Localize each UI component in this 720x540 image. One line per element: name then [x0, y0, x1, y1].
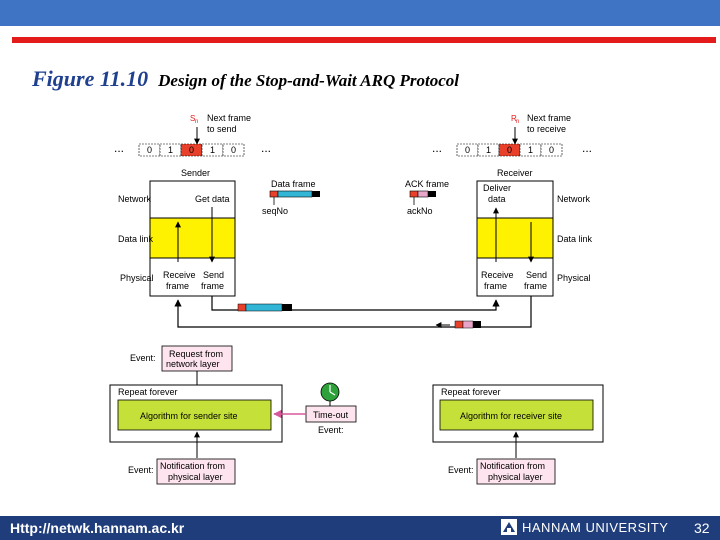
- sender-repeat-label: Repeat forever: [118, 387, 178, 397]
- sender-notification-box: [156, 458, 236, 485]
- data-frame-label: Data frame: [271, 179, 316, 189]
- receiver-send-frame-1: Send: [526, 270, 547, 280]
- receiver-seq-number: 0: [507, 145, 512, 155]
- footer-url[interactable]: Http://netwk.hannam.ac.kr: [10, 520, 185, 536]
- sender-seq-number: 1: [210, 145, 215, 155]
- receiver-physical-label: Physical: [557, 273, 591, 283]
- receiver-station: Receiver Network Data link Physical Deli…: [476, 168, 593, 297]
- receiver-window: R n Next frame to receive ... ... 0 1 0 1 0: [432, 113, 592, 157]
- page-number: 32: [694, 520, 710, 536]
- timeout-label: Time-out: [313, 410, 349, 420]
- receiver-seq-number: 0: [549, 145, 554, 155]
- university-name: HANNAM UNIVERSITY: [522, 520, 669, 535]
- ack-frame-in-transit: [454, 320, 464, 329]
- receiver-notification-line-1: Notification from: [480, 461, 545, 471]
- sender-event-label-bottom: Event:: [128, 465, 154, 475]
- ack-frame-label: ACK frame: [405, 179, 449, 189]
- sender-seq-number: 0: [189, 145, 194, 155]
- sender-get-data: Get data: [195, 194, 230, 204]
- sender-seq-number: 0: [231, 145, 236, 155]
- request-from-network-box: [161, 345, 233, 372]
- sender-pointer-text-2: to send: [207, 124, 237, 134]
- receiver-notification-box: [476, 458, 556, 485]
- ack-no-label: ackNo: [407, 206, 433, 216]
- receiver-data-link-label: Data link: [557, 234, 593, 244]
- sender-pointer-symbol: S: [190, 114, 195, 123]
- ack-frame-legend: ACK frame ackNo: [405, 179, 449, 216]
- receiver-repeat-label: Repeat forever: [441, 387, 501, 397]
- receiver-seq-cell: [540, 143, 563, 157]
- stop-and-wait-diagram: S n Next frame to send ... ... 0 1 0 1 0 Sen…: [109, 113, 604, 485]
- receiver-pointer-symbol: R: [511, 114, 517, 123]
- sender-seq-number: 0: [147, 145, 152, 155]
- sender-seq-cell: [222, 143, 245, 157]
- receiver-seq-number: 1: [528, 145, 533, 155]
- sender-data-link-label: Data link: [118, 234, 154, 244]
- receiver-notification-line-2: physical layer: [488, 472, 543, 482]
- sender-pointer-subscript: n: [195, 119, 198, 125]
- receiver-site-flow: Repeat forever Algorithm for receiver si…: [432, 384, 604, 485]
- sender-pointer-text-1: Next frame: [207, 113, 251, 123]
- sender-sequence: 0 1 0 1 0: [138, 143, 245, 157]
- sender-event-label-top: Event:: [130, 353, 156, 363]
- seq-no-label: seqNo: [262, 206, 288, 216]
- receiver-send-frame-2: frame: [524, 281, 547, 291]
- data-frame-legend: Data frame seqNo: [262, 179, 320, 216]
- footer-bar: Http://netwk.hannam.ac.kr HANNAM UNIVERS…: [0, 516, 720, 540]
- sender-site-flow: Event: Request from network layer Repeat…: [109, 345, 283, 485]
- sender-network-label: Network: [118, 194, 152, 204]
- receiver-seq-number: 0: [465, 145, 470, 155]
- request-line-2: network layer: [166, 359, 220, 369]
- receiver-algorithm-label: Algorithm for receiver site: [460, 411, 562, 421]
- sender-notification-line-1: Notification from: [160, 461, 225, 471]
- sender-receive-frame-1: Receive: [163, 270, 196, 280]
- data-frame-in-transit: [237, 303, 247, 312]
- receiver-algorithm-box: [439, 399, 594, 431]
- sender-ellipsis-right: ...: [261, 141, 271, 155]
- sender-receive-frame-2: frame: [166, 281, 189, 291]
- figure-number: Figure 11.10: [32, 66, 149, 91]
- receiver-sequence: 0 1 0 1 0: [456, 143, 563, 157]
- sender-ellipsis-left: ...: [114, 141, 124, 155]
- receiver-pointer-subscript: n: [516, 119, 519, 125]
- receiver-pointer-text-2: to receive: [527, 124, 566, 134]
- receiver-data-link-layer: [476, 217, 554, 259]
- sender-send-frame-2: frame: [201, 281, 224, 291]
- accent-line: [12, 37, 716, 43]
- request-line-1: Request from: [169, 349, 223, 359]
- receiver-network-label: Network: [557, 194, 591, 204]
- sender-physical-label: Physical: [120, 273, 154, 283]
- receiver-event-label: Event:: [448, 465, 474, 475]
- receiver-ellipsis-right: ...: [582, 141, 592, 155]
- timer: Time-out Event:: [273, 382, 357, 435]
- receiver-receive-frame-2: frame: [484, 281, 507, 291]
- sender-title: Sender: [181, 168, 210, 178]
- sender-window: S n Next frame to send ... ... 0 1 0 1 0: [114, 113, 271, 157]
- figure-caption: Design of the Stop-and-Wait ARQ Protocol: [158, 71, 459, 90]
- top-banner: [0, 0, 720, 26]
- receiver-deliver-data-2: data: [488, 194, 506, 204]
- sender-station: Sender Network Data link Physical Get da…: [118, 168, 236, 297]
- slide-title: Figure 11.10 Design of the Stop-and-Wait …: [32, 66, 459, 92]
- receiver-pointer-text-1: Next frame: [527, 113, 571, 123]
- receiver-ellipsis-left: ...: [432, 141, 442, 155]
- university-logo-icon: [501, 519, 517, 535]
- sender-data-link-layer: [149, 217, 236, 259]
- sender-seq-number: 1: [168, 145, 173, 155]
- sender-notification-line-2: physical layer: [168, 472, 223, 482]
- sender-algorithm-label: Algorithm for sender site: [140, 411, 238, 421]
- transmission-channel: [174, 296, 532, 329]
- sender-algorithm-box: [117, 399, 272, 431]
- receiver-receive-frame-1: Receive: [481, 270, 514, 280]
- sender-send-frame-1: Send: [203, 270, 224, 280]
- receiver-deliver-data-1: Deliver: [483, 183, 511, 193]
- timer-event-label: Event:: [318, 425, 344, 435]
- receiver-seq-number: 1: [486, 145, 491, 155]
- receiver-title: Receiver: [497, 168, 533, 178]
